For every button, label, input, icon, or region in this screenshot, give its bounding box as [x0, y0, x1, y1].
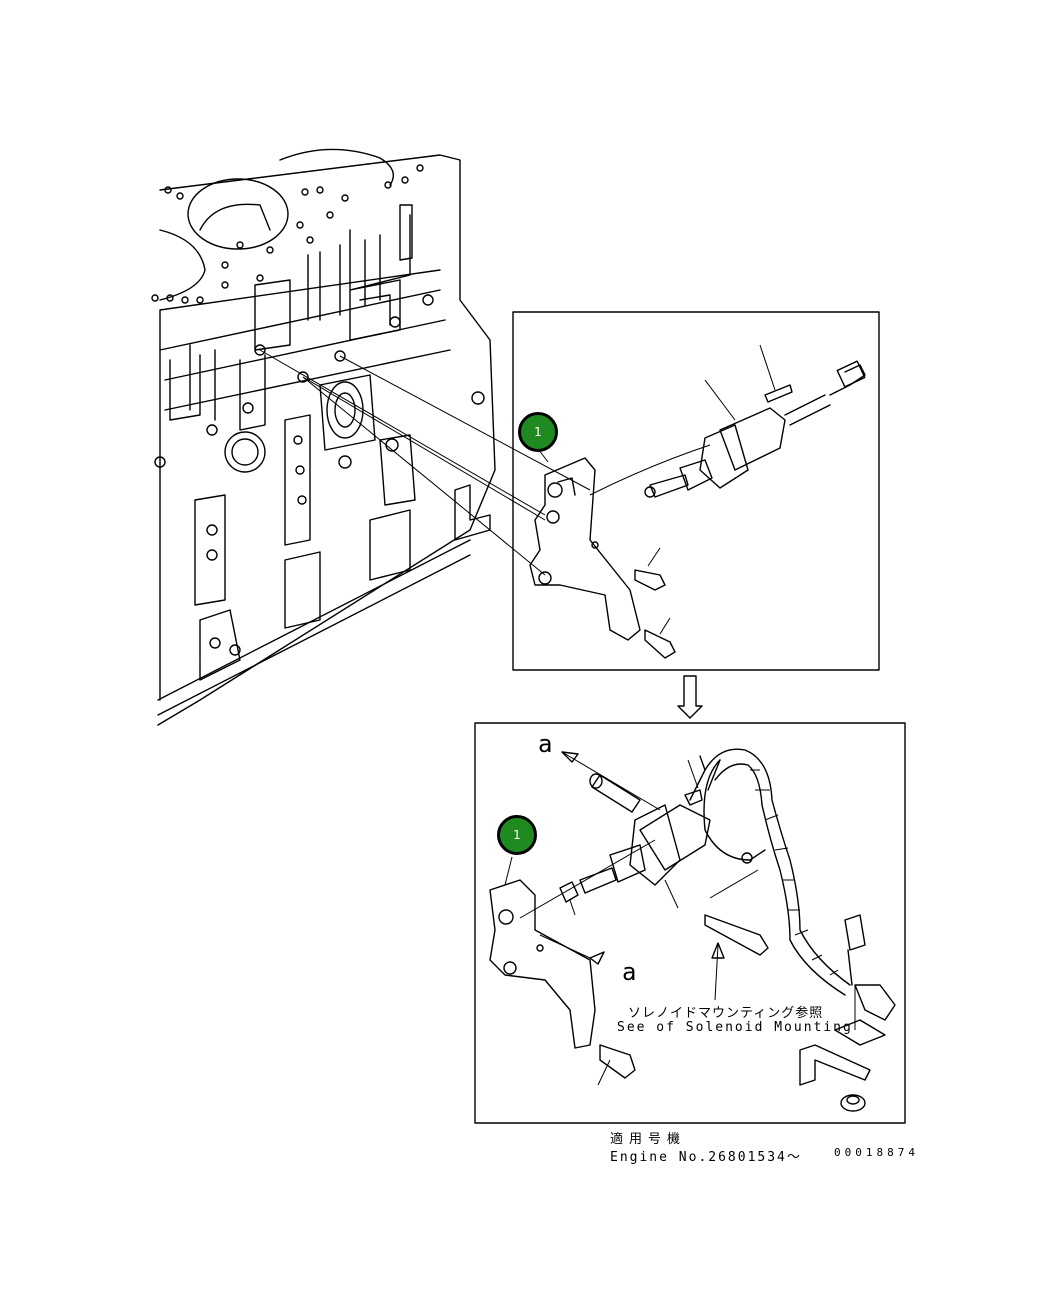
part-callout-1-top[interactable]: 1 — [518, 412, 558, 452]
top-detail-frame — [512, 311, 880, 671]
bottom-detail-frame — [474, 722, 906, 1124]
down-arrow — [677, 675, 703, 719]
solenoid-note-en: See of Solenoid Mounting — [617, 1020, 853, 1035]
drawing-code: 00018874 — [834, 1146, 919, 1159]
part-callout-1-bottom[interactable]: 1 — [497, 815, 537, 855]
applicable-units-label: 適用号機 — [610, 1132, 687, 1147]
leader-lines — [259, 349, 591, 576]
solenoid-note-jp: ソレノイドマウンティング参照 — [628, 1006, 824, 1021]
engine-block — [151, 148, 496, 726]
view-label-a-top: a — [538, 730, 553, 758]
engine-number: Engine No.26801534～ — [610, 1150, 802, 1165]
view-label-a-bottom: a — [622, 958, 637, 986]
